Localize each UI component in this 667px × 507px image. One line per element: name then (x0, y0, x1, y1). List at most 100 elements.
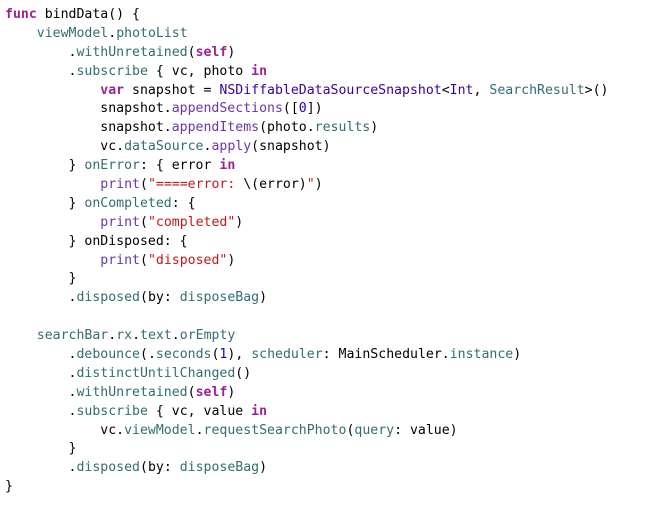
code-line: searchBar.rx.text.orEmpty (5, 327, 667, 346)
code-lines: func bindData() { viewModel.photoList .w… (5, 6, 667, 497)
code-token-prop: dataSource (124, 139, 204, 155)
code-token-prop: seconds (155, 347, 212, 363)
code-token-plain: (snapshot) (251, 139, 331, 155)
code-token-str: "====error: (147, 177, 244, 193)
code-token-prop: distinctUntilChanged (76, 365, 236, 381)
code-token-plain: ]) (306, 101, 323, 117)
code-token-kw: self (195, 384, 228, 400)
code-token-kw: var (100, 82, 125, 98)
code-token-prop: subscribe (76, 63, 148, 79)
code-line: vc.viewModel.requestSearchPhoto(query: v… (5, 422, 667, 441)
code-line: .debounce(.seconds(1), scheduler: MainSc… (5, 346, 667, 365)
code-token-plain: . (5, 63, 77, 79)
code-line: print("completed") (5, 214, 667, 233)
code-token-plain: ) (227, 252, 236, 268)
code-token-typ: Int (449, 82, 474, 98)
code-token-plain: . (108, 328, 117, 344)
code-token-prop: SearchResult (489, 82, 585, 98)
code-token-plain: , (473, 82, 490, 98)
code-token-plain: { vc, value (147, 403, 252, 419)
code-token-prop: withUnretained (76, 44, 188, 60)
code-token-plain (5, 177, 100, 192)
code-line: } onDisposed: { (5, 233, 667, 252)
code-token-prop: viewModel (36, 25, 109, 41)
code-line: snapshot.appendSections([0]) (5, 100, 667, 119)
code-token-plain: . (5, 44, 77, 60)
code-token-call: print (100, 214, 140, 230)
code-token-kw: self (195, 44, 228, 60)
code-token-plain: ( (187, 44, 196, 60)
code-token-plain: : value) (394, 422, 458, 438)
code-token-prop: onCompleted (84, 195, 172, 211)
code-token-plain: . (5, 460, 77, 476)
code-line: } onCompleted: { (5, 195, 667, 214)
code-token-plain: . (5, 347, 77, 363)
code-line: } (5, 270, 667, 289)
code-token-str: "disposed" (147, 252, 228, 268)
code-line: viewModel.photoList (5, 25, 667, 44)
code-line: .subscribe { vc, photo in (5, 63, 667, 82)
code-token-prop: disposeBag (179, 290, 260, 306)
code-token-plain: . (171, 328, 180, 344)
code-token-plain: vc. (5, 139, 125, 155)
code-token-plain: (photo. (259, 120, 315, 136)
code-token-plain: . (5, 403, 77, 419)
code-token-plain: : { (171, 195, 196, 211)
code-token-plain: (by: (140, 460, 180, 476)
code-token-plain: ) (314, 177, 323, 193)
code-token-plain: >() (584, 82, 609, 98)
code-token-prop: orEmpty (179, 328, 236, 344)
code-token-plain: ) (513, 347, 522, 363)
code-token-plain: ( (211, 347, 220, 363)
code-token-call: appendItems (171, 120, 260, 136)
code-token-plain: ([ (282, 101, 299, 117)
code-token-plain: ) (235, 214, 244, 230)
code-token-prop: disposeBag (179, 460, 260, 476)
code-token-plain: ) (259, 460, 268, 476)
code-token-call: appendSections (171, 101, 283, 117)
code-token-num: 0 (298, 101, 307, 117)
code-token-plain: . (203, 139, 212, 155)
code-token-call: print (100, 252, 140, 268)
code-token-kw: in (219, 158, 236, 174)
code-token-plain: ( (187, 384, 196, 400)
code-token-plain: . (195, 422, 204, 438)
code-token-plain: (by: (140, 290, 180, 306)
code-token-kw: func (5, 7, 37, 22)
code-token-plain: . (132, 328, 141, 344)
code-token-plain: . (108, 25, 117, 41)
code-line: } (5, 440, 667, 459)
code-token-plain: . (5, 290, 77, 306)
code-token-plain: { vc, photo (147, 63, 252, 79)
code-token-plain: ) (227, 44, 236, 60)
code-token-plain: snapshot. (5, 120, 172, 136)
code-token-prop: photoList (116, 25, 188, 41)
code-token-plain (5, 26, 37, 41)
code-token-plain: ( (139, 252, 148, 268)
code-line: } (5, 478, 667, 497)
code-line: var snapshot = NSDiffableDataSourceSnaps… (5, 82, 667, 101)
code-token-call: print (100, 177, 140, 193)
code-token-typ: NSDiffableDataSourceSnapshot (219, 82, 442, 98)
code-token-prop: subscribe (76, 403, 148, 419)
code-token-plain: } (5, 158, 85, 174)
code-token-plain: } (5, 271, 77, 287)
code-line: snapshot.appendItems(photo.results) (5, 119, 667, 138)
code-token-plain: ), (227, 347, 252, 363)
code-token-prop: rx (116, 328, 133, 344)
code-token-prop: scheduler (251, 347, 323, 363)
code-token-plain: } (5, 441, 77, 457)
code-token-plain: . (5, 384, 77, 400)
code-token-prop: viewModel (124, 422, 196, 438)
code-token-plain: ( (139, 177, 148, 193)
code-token-plain: snapshot. (5, 101, 172, 117)
code-token-plain: } (5, 479, 13, 495)
code-token-prop: onError (84, 158, 140, 174)
code-line: .subscribe { vc, value in (5, 403, 667, 422)
code-token-plain: ) (259, 290, 268, 306)
code-token-plain: } onDisposed: { (5, 233, 188, 249)
code-line: func bindData() { (5, 6, 667, 25)
code-token-num: 1 (219, 347, 228, 363)
code-line: .withUnretained(self) (5, 384, 667, 403)
